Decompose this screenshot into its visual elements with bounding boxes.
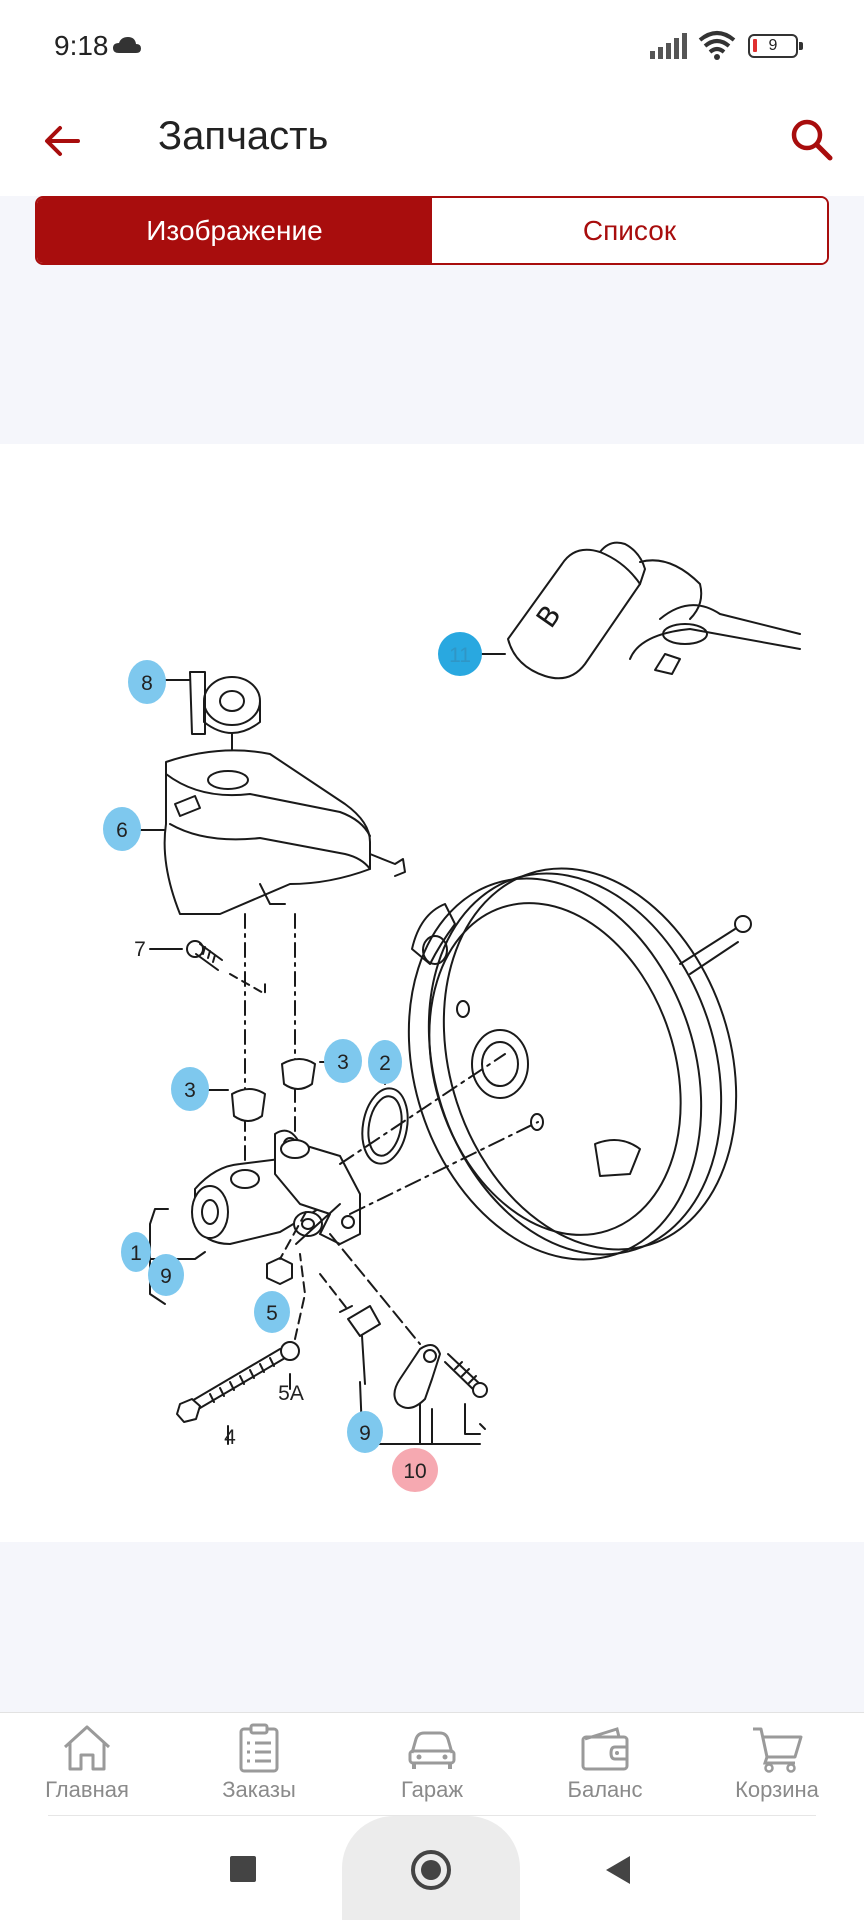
app-bar: Запчасть (0, 96, 864, 196)
callout-label-10: 10 (403, 1460, 426, 1483)
callout-9-bottom[interactable] (347, 1411, 383, 1453)
callout-label-2: 2 (379, 1052, 391, 1075)
back-arrow-icon[interactable] (38, 116, 88, 166)
callout-9-left[interactable] (148, 1254, 184, 1296)
content-footer-area (0, 1542, 864, 1712)
nav-home[interactable]: Главная (17, 1723, 157, 1803)
callout-1[interactable] (121, 1232, 151, 1272)
home-circle-icon[interactable] (411, 1850, 451, 1890)
callout-label-8: 8 (141, 672, 153, 695)
status-bar: 9:18 9 (0, 0, 864, 96)
parts-diagram: B (0, 444, 864, 1542)
view-toggle: Изображение Список (35, 196, 829, 265)
callout-3-right[interactable] (324, 1039, 362, 1083)
callout-label-7[interactable]: 7 (134, 938, 146, 961)
exploded-view-drawing: B (103, 541, 801, 1492)
home-icon (63, 1725, 111, 1771)
system-navigation-bar (0, 1816, 864, 1920)
nav-orders-label: Заказы (222, 1777, 296, 1802)
tabs-area: Изображение Список (0, 196, 864, 444)
nav-garage[interactable]: Гараж (362, 1723, 502, 1803)
callout-label-1: 1 (130, 1242, 142, 1265)
back-triangle-icon[interactable] (606, 1856, 630, 1884)
status-time: 9:18 (54, 30, 109, 61)
cart-icon (753, 1727, 803, 1773)
callout-label-5: 5 (266, 1302, 278, 1325)
callout-label-11: 11 (449, 644, 471, 667)
nav-balance[interactable]: Баланс (535, 1723, 675, 1803)
tab-list[interactable]: Список (432, 198, 827, 263)
tab-image[interactable]: Изображение (37, 198, 432, 263)
nav-orders[interactable]: Заказы (189, 1723, 329, 1803)
callout-2[interactable] (368, 1040, 402, 1084)
callout-label-9-left: 9 (160, 1265, 172, 1288)
battery-level: 9 (768, 37, 778, 54)
callout-label-4[interactable]: 4 (224, 1426, 236, 1449)
callout-11[interactable] (438, 632, 482, 676)
signal-icon (650, 33, 687, 59)
callout-label-9-bottom: 9 (359, 1422, 371, 1445)
nav-cart[interactable]: Корзина (707, 1723, 847, 1803)
nav-cart-label: Корзина (735, 1777, 819, 1802)
wifi-icon (698, 31, 736, 60)
nav-home-label: Главная (45, 1777, 129, 1802)
cloud-icon (113, 37, 141, 53)
page-title: Запчасть (158, 114, 329, 158)
callout-label-3-left: 3 (184, 1079, 196, 1102)
wallet-icon (581, 1727, 629, 1771)
battery-icon: 9 (748, 34, 803, 58)
search-icon[interactable] (786, 114, 838, 166)
bottom-navigation: Главная Заказы Гараж Баланс (0, 1712, 864, 1816)
car-icon (408, 1731, 456, 1769)
nav-garage-label: Гараж (400, 1777, 464, 1802)
callout-label-5a[interactable]: 5A (278, 1382, 304, 1405)
callout-label-3-right: 3 (337, 1051, 349, 1074)
clipboard-icon (239, 1723, 279, 1773)
callout-8[interactable] (128, 660, 166, 704)
recents-square-icon[interactable] (230, 1856, 256, 1882)
callout-10[interactable] (392, 1448, 438, 1492)
callout-label-6: 6 (116, 819, 128, 842)
nav-divider (48, 1815, 816, 1816)
callout-3-left[interactable] (171, 1067, 209, 1111)
nav-balance-label: Баланс (567, 1777, 643, 1802)
callout-5[interactable] (254, 1291, 290, 1333)
callout-6[interactable] (103, 807, 141, 851)
